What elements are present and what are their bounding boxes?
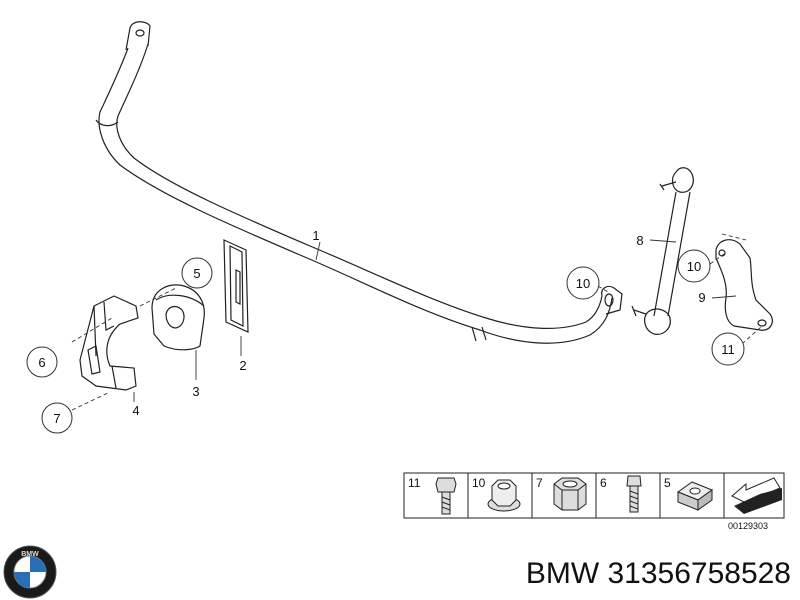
legend-num-7: 7 [536, 476, 543, 490]
direction-arrow-icon [731, 477, 782, 514]
callout-10-left: 10 [566, 266, 600, 300]
label-2: 2 [239, 358, 246, 373]
callout-10-right: 10 [677, 249, 711, 283]
part-labels: 1 2 3 4 8 9 [132, 228, 705, 418]
stabilizer-bar [95, 21, 623, 344]
square-nut-icon [676, 481, 714, 511]
screw-icon [626, 475, 642, 513]
callout-6: 6 [26, 346, 58, 378]
bushing-bracket [79, 295, 139, 391]
svg-text:10: 10 [687, 259, 701, 274]
bolt-icon [435, 477, 457, 515]
part-number-title: BMW 31356758528 [526, 557, 791, 590]
label-4: 4 [132, 403, 139, 418]
mounting-bracket [715, 239, 773, 331]
legend-num-6: 6 [600, 476, 607, 490]
label-1: 1 [312, 228, 319, 243]
hex-nut-icon [553, 477, 587, 511]
svg-text:5: 5 [193, 266, 200, 281]
callout-5: 5 [181, 257, 213, 289]
label-8: 8 [636, 233, 643, 248]
svg-text:7: 7 [53, 411, 60, 426]
legend-num-5: 5 [664, 476, 671, 490]
bmw-logo-icon: BMW [3, 545, 57, 599]
bmw-logo-text: BMW [21, 551, 39, 558]
svg-text:11: 11 [721, 342, 735, 357]
rubber-bushing [151, 284, 205, 351]
svg-text:6: 6 [38, 355, 45, 370]
callout-7: 7 [41, 402, 73, 434]
legend-num-10: 10 [472, 476, 486, 490]
flange-nut-icon [487, 479, 521, 512]
link-rod [631, 167, 694, 335]
hardware-legend: 11 10 7 6 5 [403, 472, 785, 519]
diagram-code: 00129303 [728, 521, 768, 531]
label-9: 9 [698, 290, 705, 305]
svg-text:10: 10 [576, 276, 590, 291]
legend-num-11: 11 [408, 476, 421, 490]
label-3: 3 [192, 384, 199, 399]
callout-11: 11 [711, 332, 745, 366]
leader-lines [71, 233, 763, 411]
bracket-plate [223, 239, 249, 333]
